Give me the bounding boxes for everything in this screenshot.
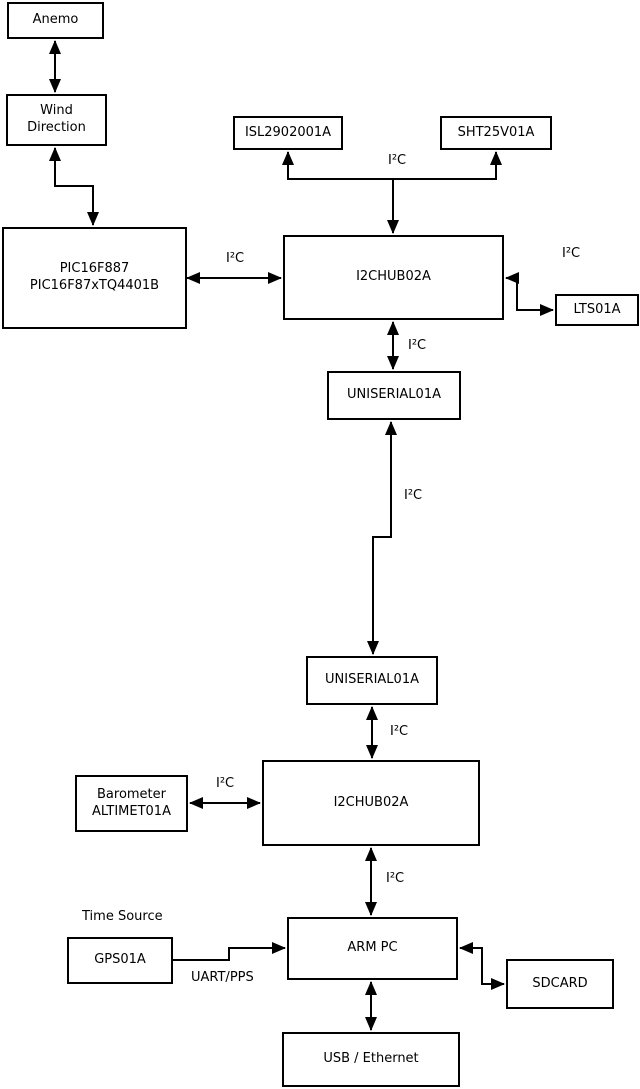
node-lts-label: LTS01A — [573, 301, 621, 317]
node-barometer: Barometer ALTIMET01A — [75, 775, 188, 832]
edge-label-uart-pps: UART/PPS — [191, 970, 254, 985]
edge-label-i2c-barometer-hub2: I²C — [216, 776, 235, 791]
node-i2chub-bottom-label: I2CHUB02A — [333, 794, 409, 810]
edge-label-i2c-hub-lts: I²C — [562, 246, 581, 261]
edge-i2chubtop-lts — [505, 272, 554, 316]
edge-label-i2c-hub2-armpc: I²C — [386, 871, 405, 886]
node-i2chub-top: I2CHUB02A — [283, 235, 504, 320]
edge-label-i2c-sensors-junction: I²C — [388, 153, 407, 168]
node-sdcard-label: SDCARD — [532, 975, 588, 991]
node-pic-line1: PIC16F887 — [59, 261, 130, 277]
node-uniserial-bottom-label: UNISERIAL01A — [325, 672, 419, 688]
node-pic-line2: PIC16F87xTQ4401B — [29, 278, 160, 293]
node-usb-ethernet-label: USB / Ethernet — [323, 1051, 419, 1067]
node-isl: ISL2902001A — [233, 116, 343, 150]
node-barometer-line1: Barometer — [97, 786, 166, 802]
node-i2chub-top-label: I2CHUB02A — [356, 269, 431, 285]
edge-label-i2c-uniserial-link: I²C — [404, 488, 423, 503]
node-sht-label: SHT25V01A — [457, 124, 535, 140]
node-wind-direction: Wind Direction — [6, 94, 107, 146]
edge-gps-armpc — [173, 942, 286, 961]
node-sht: SHT25V01A — [440, 116, 552, 150]
node-usb-ethernet: USB / Ethernet — [282, 1032, 460, 1087]
edge-label-i2c-uniserial2-hub2: I²C — [390, 724, 409, 739]
node-pic: PIC16F887 PIC16F87xTQ4401B — [2, 227, 187, 329]
node-anemo-label: Anemo — [32, 12, 79, 28]
edge-label-i2c-pic-hub: I²C — [226, 251, 245, 266]
node-arm-pc: ARM PC — [287, 917, 458, 980]
node-gps: GPS01A — [67, 937, 173, 984]
edge-label-time-source: Time Source — [82, 909, 163, 924]
node-gps-label: GPS01A — [94, 952, 146, 968]
node-wind-direction-line2: Direction — [27, 120, 86, 135]
node-uniserial-top-label: UNISERIAL01A — [347, 387, 441, 403]
edge-label-i2c-hub-uniserial1: I²C — [408, 338, 427, 353]
node-barometer-line2: ALTIMET01A — [92, 803, 171, 819]
node-i2chub-bottom: I2CHUB02A — [262, 760, 480, 846]
node-wind-direction-line1: Wind — [40, 103, 73, 119]
edge-winddirection-pic — [49, 147, 99, 226]
node-sdcard: SDCARD — [506, 959, 614, 1009]
edge-uniserial1-uniserial2 — [367, 421, 397, 655]
node-uniserial-bottom: UNISERIAL01A — [306, 656, 438, 705]
node-arm-pc-label: ARM PC — [347, 940, 398, 956]
node-lts: LTS01A — [555, 294, 639, 326]
node-uniserial-top: UNISERIAL01A — [327, 371, 461, 420]
edge-armpc-sdcard — [459, 942, 505, 990]
node-isl-label: ISL2902001A — [244, 124, 332, 140]
node-anemo: Anemo — [7, 2, 104, 39]
